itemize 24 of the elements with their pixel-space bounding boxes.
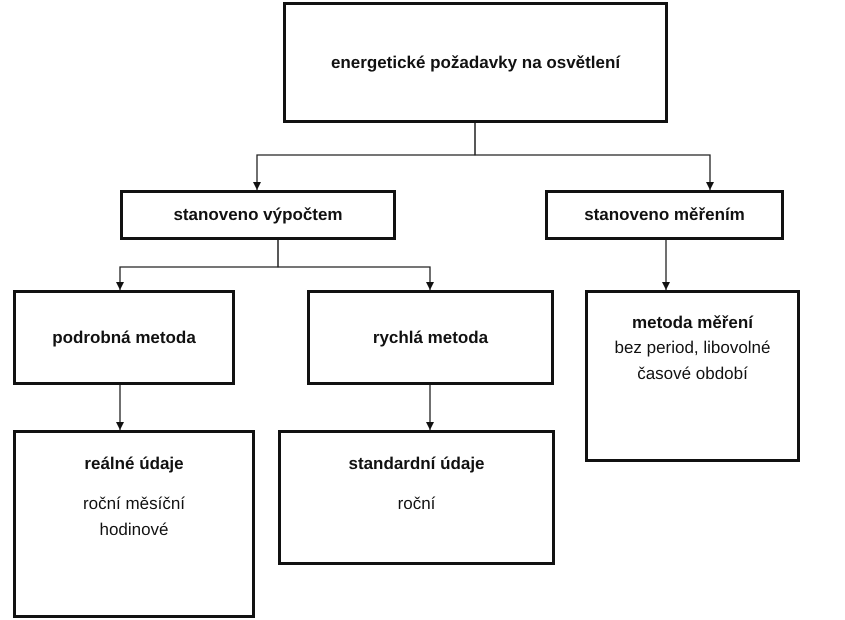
- arrow: [474, 123, 714, 190]
- box-heading: energetické požadavky na osvětlení: [330, 52, 620, 74]
- process-box: [283, 2, 668, 123]
- box-text: roční: [398, 493, 436, 515]
- process-box: [278, 430, 555, 565]
- process-box: [13, 290, 235, 385]
- box-heading: podrobná metoda: [52, 326, 196, 348]
- box-heading: stanoveno výpočtem: [173, 204, 343, 226]
- box-text: bez period, libovolné časové období: [614, 337, 772, 385]
- arrow: [116, 385, 124, 430]
- box-heading: standardní údaje: [348, 453, 485, 475]
- box-text: roční měsíční hodinové: [82, 493, 186, 541]
- process-box: [585, 290, 800, 462]
- box-heading: rychlá metoda: [372, 326, 488, 348]
- process-box: [120, 190, 396, 240]
- box-heading: stanoveno měřením: [584, 204, 745, 226]
- process-box: [545, 190, 784, 240]
- process-box: [307, 290, 554, 385]
- box-heading: reálné údaje: [84, 453, 184, 475]
- arrow: [662, 240, 670, 290]
- box-heading: metoda měření: [632, 312, 753, 334]
- arrow: [426, 385, 434, 430]
- arrow: [277, 240, 434, 290]
- process-box: [13, 430, 255, 618]
